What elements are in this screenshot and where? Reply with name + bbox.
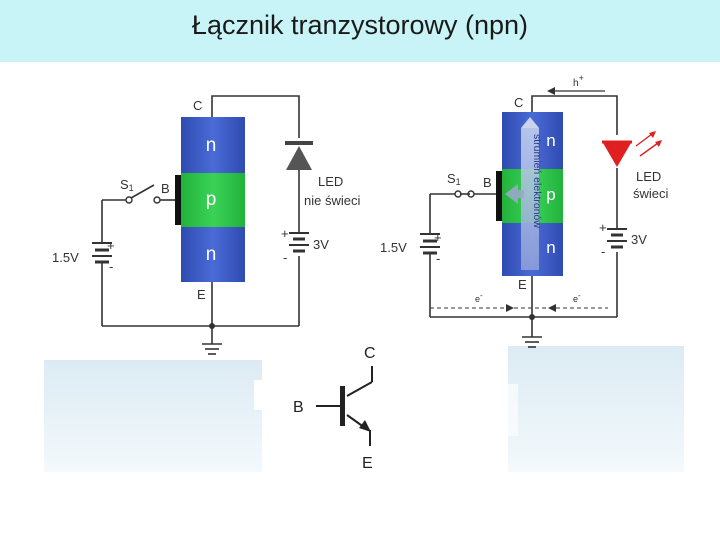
right-electron-flow-arrowhead — [521, 117, 539, 128]
left-switch-label: S1 — [120, 177, 134, 193]
right-battery-low-plus: + — [434, 230, 442, 245]
symbol-collector-label: C — [364, 345, 376, 362]
left-battery-high-label: 3V — [313, 237, 329, 252]
right-electron-label: e- — [573, 291, 581, 304]
right-electron-arrowhead — [548, 304, 556, 312]
left-led-label: LED — [318, 174, 343, 189]
right-light-ray-head — [649, 131, 656, 138]
left-n-layer-bottom — [181, 227, 245, 282]
left-wires — [101, 95, 300, 344]
background-panel-left — [44, 360, 262, 472]
symbol-base-bar — [340, 386, 345, 426]
right-base-label: B — [483, 175, 492, 190]
right-electron-arrowhead — [506, 304, 514, 312]
right-junction — [529, 314, 535, 320]
right-base-contact — [496, 171, 502, 221]
right-battery-high-plus: + — [599, 220, 607, 235]
right-battery-low-minus: - — [436, 251, 440, 266]
right-led-state-label: świeci — [633, 186, 669, 201]
left-base-contact — [175, 175, 181, 225]
symbol-emitter-arrowhead — [359, 420, 371, 432]
left-n-layer-top — [181, 117, 245, 173]
left-junction — [209, 323, 215, 329]
right-collector-label: C — [514, 95, 523, 110]
right-hole-label: h+ — [573, 73, 584, 89]
npn-transistor-symbol: C B E — [293, 345, 376, 472]
right-electron-flow-band — [521, 128, 539, 270]
symbol-emitter-label: E — [362, 455, 373, 472]
left-led-state-label: nie świeci — [304, 193, 360, 208]
right-battery-3v-icon — [607, 228, 627, 249]
right-light-ray-head — [655, 140, 662, 147]
right-led-icon — [603, 143, 631, 167]
background-panel-right — [508, 346, 684, 472]
right-electron-label: e- — [475, 291, 483, 304]
left-battery-3v-icon — [289, 232, 309, 253]
panel-accent — [508, 384, 518, 436]
left-led-icon — [286, 146, 312, 170]
right-ground-icon — [522, 336, 542, 348]
left-switch-contact — [153, 196, 161, 204]
left-switch-lever — [130, 184, 155, 199]
right-battery-high-label: 3V — [631, 232, 647, 247]
right-wires — [429, 95, 618, 337]
left-battery-high-minus: - — [283, 250, 287, 265]
right-layer-bottom-label: n — [546, 238, 555, 257]
left-battery-high-plus: + — [281, 226, 289, 241]
page-title: Łącznik tranzystorowy (npn) — [191, 10, 529, 40]
left-circuit: n p n C B E S1 LED nie świeci + - 3V + - — [52, 95, 360, 355]
right-light-rays-icon — [635, 133, 659, 157]
left-battery-low-plus: + — [107, 238, 115, 253]
title-bar — [0, 0, 720, 62]
left-base-label: B — [161, 181, 170, 196]
right-battery-low-label: 1.5V — [380, 240, 407, 255]
right-switch-label: S1 — [447, 171, 461, 187]
right-base-flow-arrow — [505, 184, 524, 204]
panel-accent — [254, 380, 268, 410]
right-led-label: LED — [636, 169, 661, 184]
left-layer-middle-label: p — [206, 189, 217, 210]
left-layer-top-label: n — [206, 135, 217, 156]
left-collector-label: C — [193, 98, 202, 113]
right-circuit: h+ strumień elektronów n p n — [380, 73, 669, 348]
right-battery-1-5v-icon — [420, 233, 440, 255]
left-battery-low-label: 1.5V — [52, 250, 79, 265]
symbol-base-label: B — [293, 399, 304, 416]
right-emitter-label: E — [518, 277, 527, 292]
left-battery-1-5v-icon — [92, 242, 112, 264]
right-hole-arrowhead — [547, 87, 555, 95]
left-ground-icon — [202, 343, 222, 355]
left-layer-bottom-label: n — [206, 244, 217, 265]
left-battery-low-minus: - — [109, 259, 113, 274]
right-battery-high-minus: - — [601, 244, 605, 259]
right-electron-flow-label: strumień elektronów — [531, 134, 543, 228]
left-p-layer — [181, 173, 245, 227]
right-layer-top-label: n — [546, 131, 555, 150]
right-layer-middle-label: p — [546, 185, 555, 204]
left-emitter-label: E — [197, 287, 206, 302]
left-switch-contact — [125, 196, 133, 204]
